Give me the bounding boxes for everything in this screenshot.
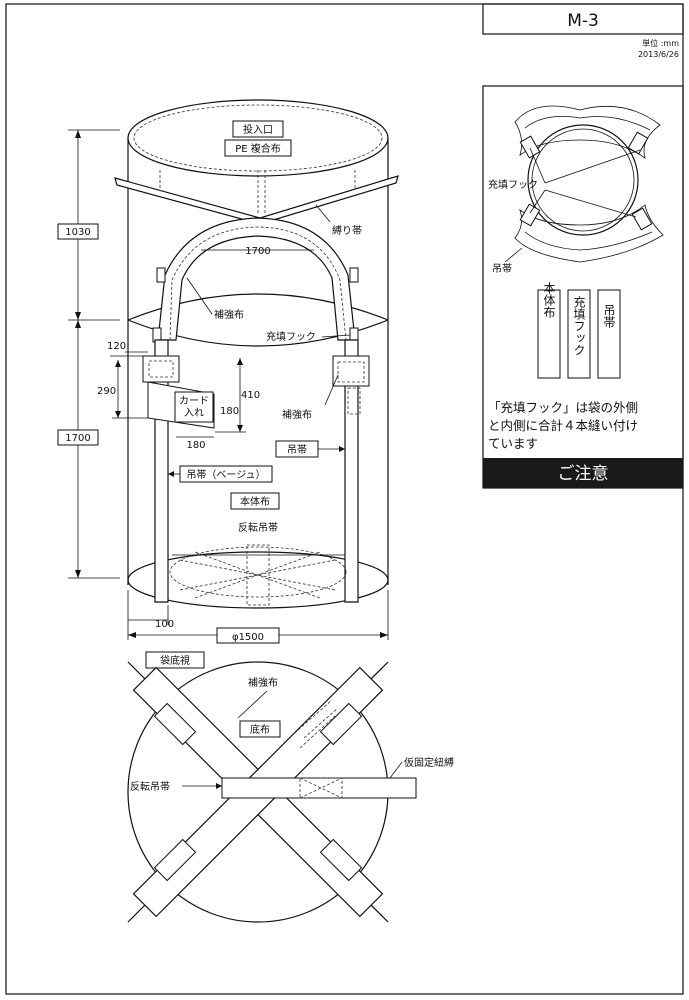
fill-hook-label: 充填フック <box>266 330 316 343</box>
reverse-strap-bar <box>221 777 417 799</box>
notice-panel: 充填フック 吊帯 本体布 充填フック 吊帯 「充填フック」は袋の外側 と内側に合… <box>482 85 684 489</box>
panel-strap-label: 吊帯 <box>492 262 512 275</box>
unit-label: 単位 :mm <box>642 38 679 48</box>
dim-diameter: φ1500 <box>232 632 264 643</box>
legend-hook-box <box>567 289 591 379</box>
side-view: 縛り帯 投入口 PE 複合布 1700 カード 入れ 補強布 充填フック <box>57 99 399 644</box>
dim-120: 120 <box>107 341 126 352</box>
reverse-strap-label: 反転吊帯 <box>238 521 278 534</box>
note-line-1: 「充填フック」は袋の外側 <box>488 400 638 415</box>
loop-length: 1700 <box>245 246 270 257</box>
bottom-fabric-label: 底布 <box>250 723 270 736</box>
card-label-2: 入れ <box>184 407 204 419</box>
body-label: 本体布 <box>240 495 270 508</box>
reinforce-pad-right <box>332 355 370 387</box>
date-label: 2013/6/26 <box>638 50 679 59</box>
dim-290: 290 <box>97 386 116 397</box>
temp-tie-label: 仮固定紐縛 <box>404 756 454 769</box>
hook-diagram-bottom-flap <box>514 204 664 263</box>
caution-bar <box>483 458 683 488</box>
tie-band <box>114 175 399 225</box>
inlet-label: 投入口 <box>243 123 273 136</box>
bottom-ellipse <box>127 551 389 609</box>
outer-frame <box>5 3 684 995</box>
legend-body-label: 本体布 <box>542 282 556 319</box>
note-line-3: ています <box>488 436 538 451</box>
legend-hook-label: 充填フック <box>572 295 586 356</box>
reinforce-label-1: 補強布 <box>214 308 244 321</box>
legend-strap-label: 吊帯 <box>602 304 616 328</box>
bottom-view-title: 袋底視 <box>160 654 190 667</box>
bottom-reverse-strap-label: 反転吊帯 <box>130 780 170 793</box>
card-label-1: カード <box>179 395 209 407</box>
pe-label: PE 複合布 <box>235 142 281 155</box>
tie-band-label: 縛り帯 <box>332 224 362 237</box>
panel-hook-label: 充填フック <box>488 178 538 191</box>
top-opening <box>127 99 389 177</box>
dim-1030: 1030 <box>65 227 90 238</box>
hook-diagram-top-flap <box>514 105 661 159</box>
title-block: M-3 単位 :mm 2013/6/26 <box>482 3 684 59</box>
legend-body-box <box>537 289 561 379</box>
caution-label: ご注意 <box>558 464 609 484</box>
drawing-code: M-3 <box>567 11 599 31</box>
note-line-2: と内側に合計４本縫い付け <box>488 418 638 433</box>
dim-1700: 1700 <box>65 433 90 444</box>
dim-180-h: 180 <box>186 440 205 451</box>
bottom-view: 袋底視 補強布 底布 仮固定紐縛 反転吊帯 <box>127 651 454 923</box>
bottom-reinforce-label: 補強布 <box>248 676 278 689</box>
hook-diagram-body <box>527 124 639 236</box>
lifting-loop <box>157 217 356 341</box>
beige-strap-label: 吊帯（ベージュ） <box>186 468 265 481</box>
dim-180-v: 180 <box>220 406 239 417</box>
strap-label: 吊帯 <box>287 443 307 456</box>
reinforce-label-2: 補強布 <box>282 408 312 421</box>
legend-strap-box <box>597 289 621 379</box>
dim-410: 410 <box>241 390 260 401</box>
reinforce-pad-left <box>142 355 180 383</box>
dim-100: 100 <box>155 619 174 630</box>
